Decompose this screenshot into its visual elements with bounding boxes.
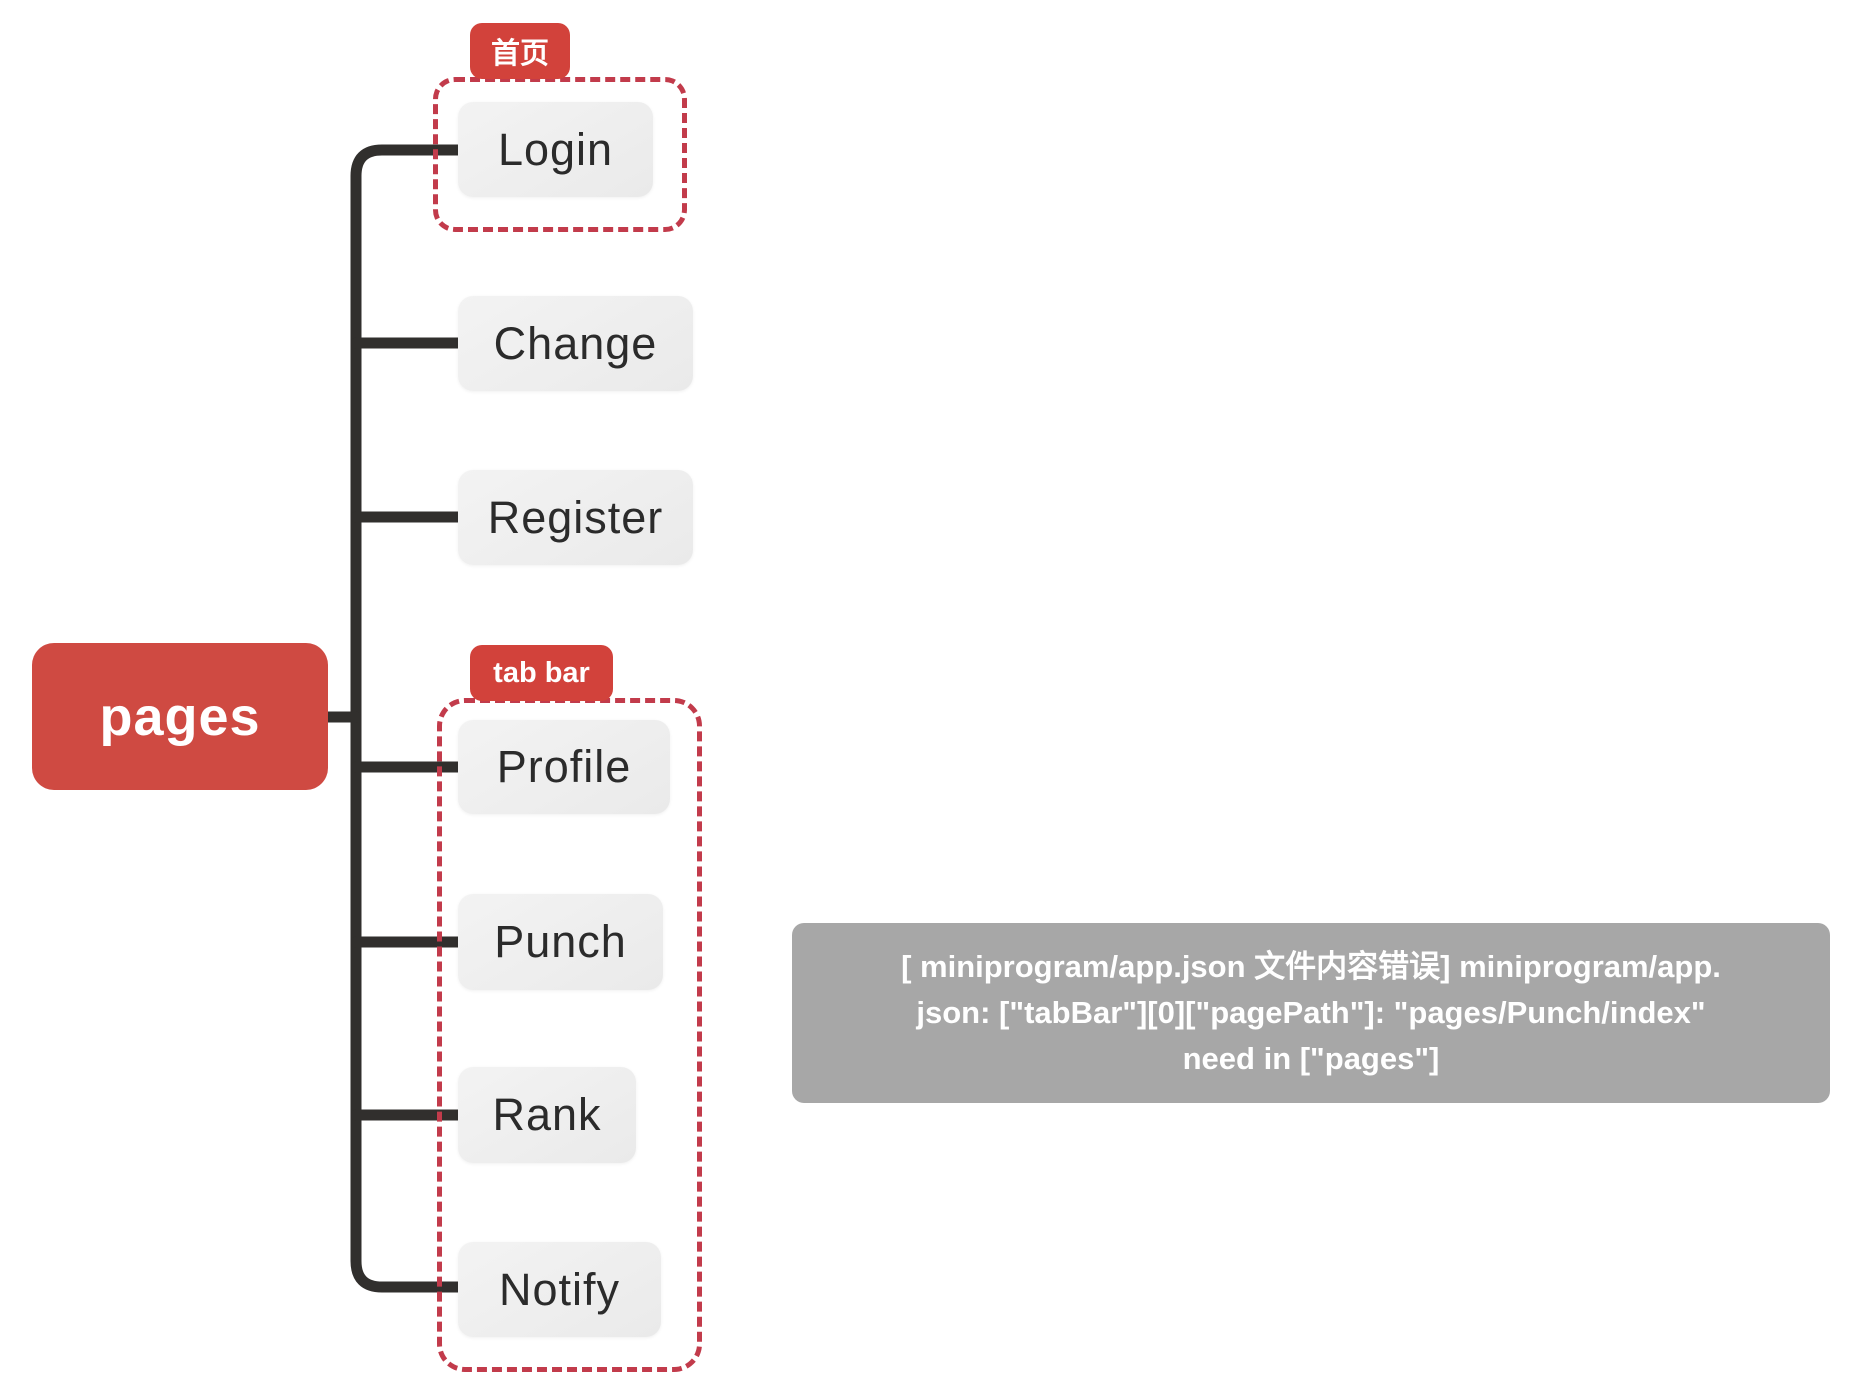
node-register-label: Register [487,491,664,543]
node-change[interactable]: Change [458,296,693,391]
node-notify[interactable]: Notify [458,1242,661,1337]
error-tooltip-line-1: [ miniprogram/app.json 文件内容错误] miniprogr… [901,949,1721,984]
group-tag-tabbar: tab bar [470,645,613,701]
node-profile[interactable]: Profile [458,720,670,814]
error-tooltip-line-2: json: ["tabBar"][0]["pagePath"]: "pages/… [916,995,1706,1030]
node-login-label: Login [497,123,614,175]
node-rank-label: Rank [492,1089,602,1140]
node-login[interactable]: Login [458,102,653,197]
node-change-label: Change [493,317,658,369]
node-profile-label: Profile [496,741,632,792]
node-register[interactable]: Register [458,470,693,565]
root-node-label: pages [99,686,261,747]
error-tooltip-line-3: need in ["pages"] [1182,1041,1440,1076]
node-rank[interactable]: Rank [458,1067,636,1163]
group-tag-tabbar-label: tab bar [493,656,590,689]
group-tag-home-label: 首页 [490,38,549,70]
node-notify-label: Notify [498,1263,621,1315]
node-punch-label: Punch [494,916,627,967]
node-punch[interactable]: Punch [458,894,663,990]
error-tooltip: [ miniprogram/app.json 文件内容错误] miniprogr… [792,923,1830,1103]
root-node-pages[interactable]: pages [32,643,328,790]
group-home-outline [433,77,687,232]
group-tag-home: 首页 [470,23,570,79]
